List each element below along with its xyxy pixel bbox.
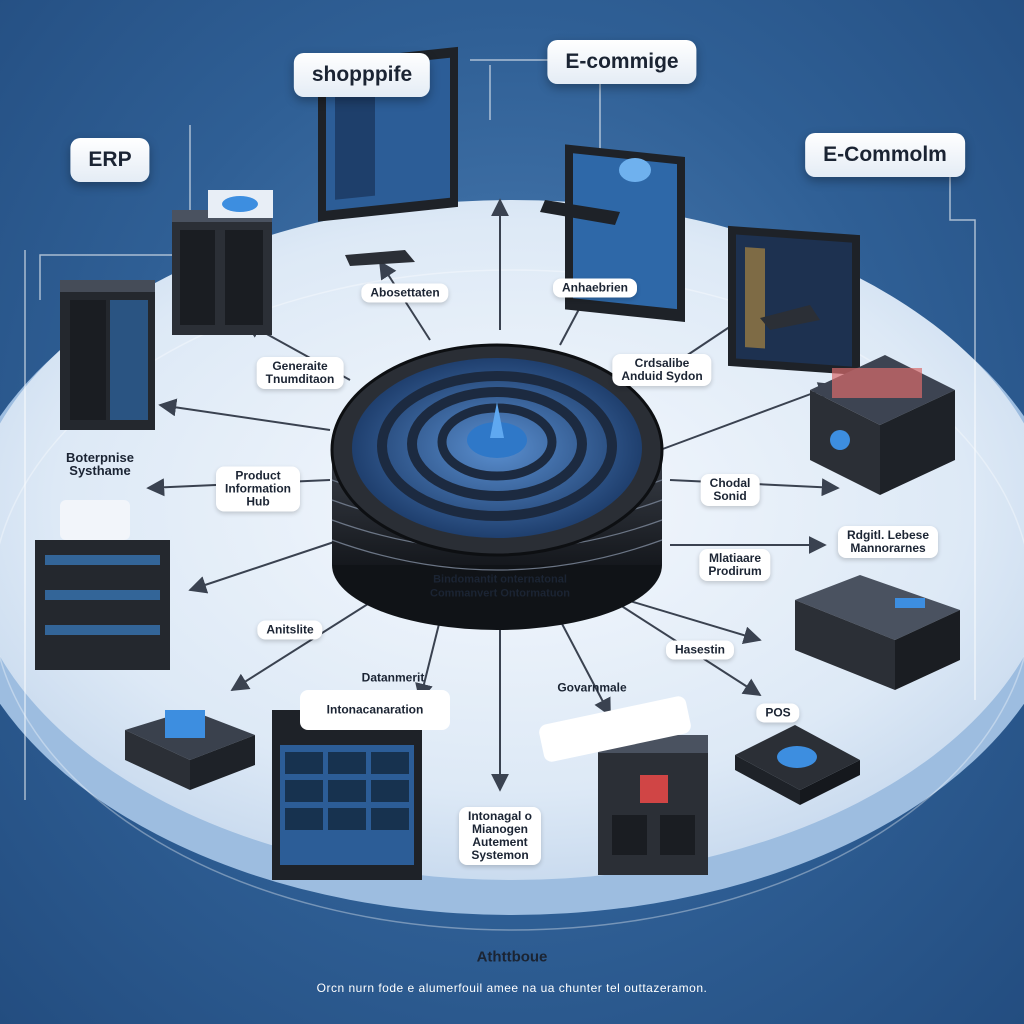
label-inventory: Intonagal o Mianogen Autement Systemon <box>459 807 541 865</box>
server-rack-erp <box>172 190 273 335</box>
media-display <box>272 710 422 880</box>
label-automation-right: Anhaebrien <box>553 279 637 298</box>
caption-title: Athttboue <box>477 949 548 966</box>
hub-ring-text-2: Commanvert Ontormatuon <box>421 585 579 604</box>
label-connectivity: Generaite Tnumditaon <box>257 357 344 389</box>
kiosk-device <box>598 735 708 875</box>
card-ecommerce-right: E-Commolm <box>805 133 965 177</box>
label-digital-asset: Rdgitl. Lebese Mannorarnes <box>838 526 938 558</box>
card-ecommerce-center: E-commige <box>547 40 696 84</box>
card-erp: ERP <box>70 138 149 182</box>
label-warehouse: Hasestin <box>666 641 734 660</box>
caption-text: Orcn nurn fode e alumerfouil amee na ua … <box>317 981 708 995</box>
label-governance: Govarnmale <box>548 679 635 698</box>
label-automation-left: Abosettaten <box>361 284 448 303</box>
label-analytics: Anitslite <box>257 621 322 640</box>
label-pos: POS <box>756 704 799 723</box>
label-orchestration: Crdsalibe Anduid Sydon <box>612 354 711 386</box>
label-channel: Chodal Sonid <box>701 474 760 506</box>
ecommerce-right-monitor <box>728 226 860 375</box>
label-data-integration: Intonacanaration <box>318 701 433 720</box>
server-rack-left <box>60 280 155 430</box>
card-shopify: shopppife <box>294 53 430 97</box>
label-marketplace: Mlatiaare Prodirum <box>699 549 770 581</box>
label-data-mgmt: Datanmerit <box>353 669 434 688</box>
label-pim: Product Information Hub <box>216 467 300 512</box>
label-enterprise: Boterpnise Systhame <box>57 448 143 480</box>
